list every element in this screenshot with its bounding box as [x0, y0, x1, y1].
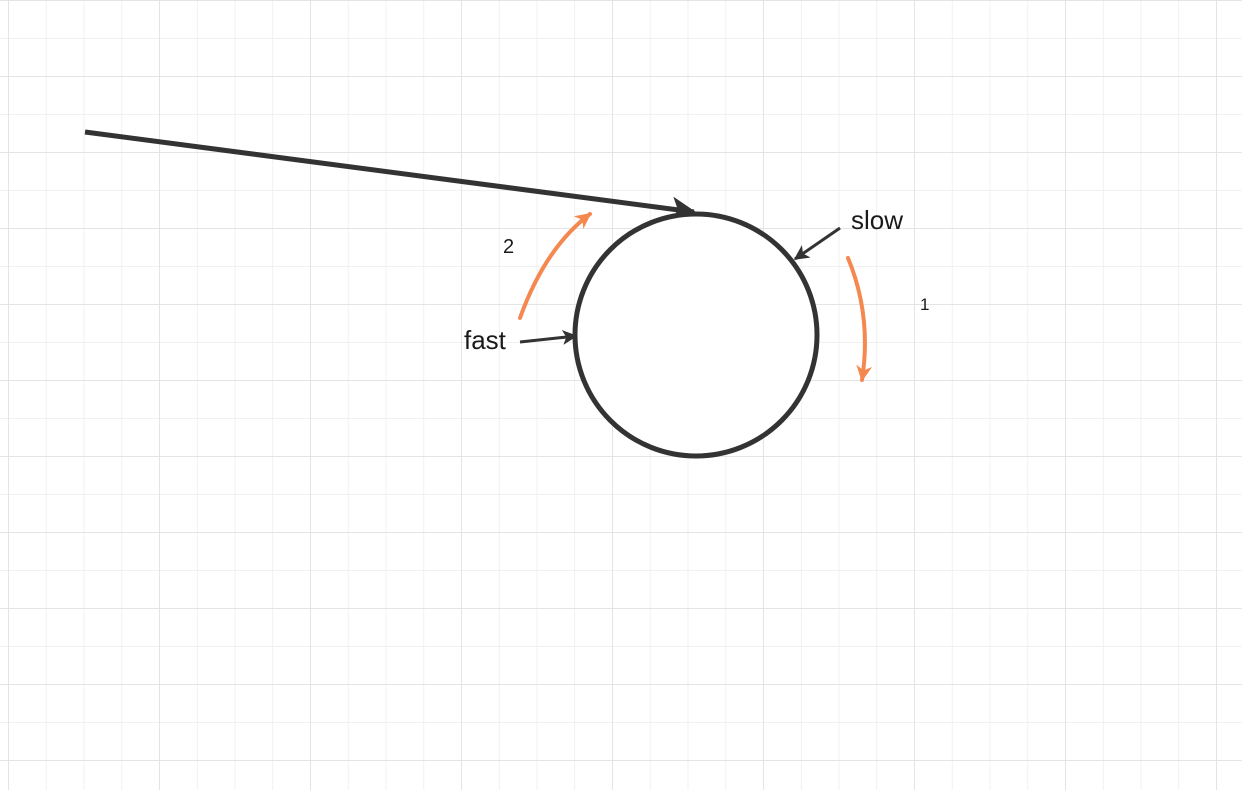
slow-label: slow [851, 205, 903, 235]
fast-pointer-arrow [519, 329, 578, 345]
cycle-circle [572, 211, 820, 459]
slow-movement-arrow [846, 256, 873, 382]
step-two-label: 2 [503, 236, 514, 258]
fast-movement-arrow [518, 212, 592, 320]
fast-label: fast [464, 325, 507, 355]
step-one-label: 1 [920, 295, 929, 314]
entry-line [84, 129, 697, 222]
slow-pointer-arrow [793, 226, 841, 261]
